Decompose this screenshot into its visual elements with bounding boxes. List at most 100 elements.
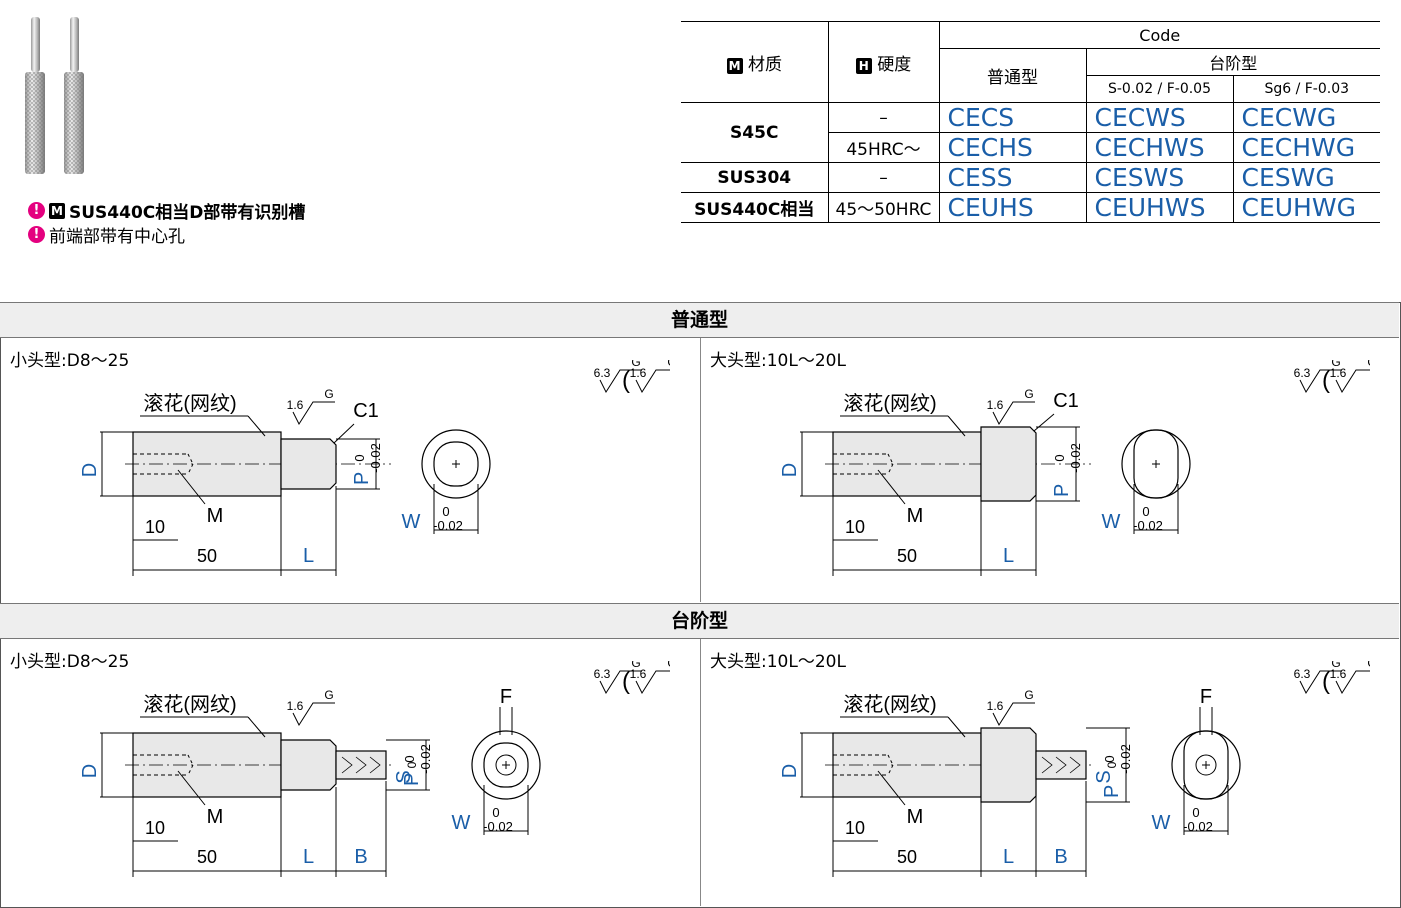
- leader-line: [247, 415, 266, 437]
- tol-lower: -0.02: [1068, 443, 1083, 473]
- hardness-cell: 45HRC～: [827, 132, 940, 163]
- note-center-hole: ! 前端部带有中心孔: [28, 222, 185, 247]
- paren-open: (: [622, 668, 630, 695]
- code-link[interactable]: CECWG: [1232, 102, 1380, 133]
- tol-lower: -0.02: [433, 518, 463, 533]
- material-icon: M: [49, 202, 65, 219]
- code-link[interactable]: CESS: [938, 162, 1087, 193]
- code-link[interactable]: CECHS: [938, 132, 1087, 163]
- code-link[interactable]: CEUHWG: [1232, 192, 1380, 223]
- knurl-label: 滚花(网纹): [143, 693, 236, 716]
- hardness-icon: H: [855, 57, 872, 74]
- chamfer-label: C1: [1053, 390, 1079, 412]
- head: [980, 426, 1037, 502]
- note-identification-groove: ! M SUS440C相当D部带有识别槽: [28, 198, 305, 223]
- hidden-line: [887, 764, 894, 776]
- roughness-symbol: [1299, 670, 1342, 695]
- roughness-grade: G: [1367, 360, 1370, 369]
- material-sus304: SUS304: [681, 162, 829, 193]
- roughness-symbol: [635, 369, 670, 394]
- paren-open: (: [1322, 668, 1330, 695]
- hidden-line: [187, 453, 194, 465]
- dim-D: D: [79, 463, 101, 477]
- end-view-flats: [1183, 730, 1229, 800]
- dim-10: 10: [845, 517, 865, 537]
- section-normal-title: 普通型: [0, 302, 1399, 338]
- code-link[interactable]: CECHWG: [1232, 132, 1380, 163]
- code-link[interactable]: CECWS: [1085, 102, 1234, 133]
- code-link[interactable]: CECHWS: [1085, 132, 1234, 163]
- code-link[interactable]: CEUHWS: [1085, 192, 1234, 223]
- dim-W: W: [1102, 511, 1121, 533]
- tol-lower: -0.02: [368, 443, 383, 473]
- roughness-symbol: [992, 401, 1035, 426]
- dim-W: W: [1152, 812, 1171, 834]
- leader-line: [877, 770, 906, 806]
- tol-lower: -0.02: [1133, 518, 1163, 533]
- hardness-cell: –: [827, 162, 940, 193]
- end-view-flats: [483, 742, 529, 788]
- roughness-symbol: [992, 702, 1035, 727]
- header-hardness-label: 硬度: [877, 54, 912, 75]
- roughness-value: 1.6: [1330, 366, 1347, 380]
- dim-W: W: [452, 812, 471, 834]
- leader-line: [1033, 413, 1055, 432]
- product-photo: [25, 17, 84, 174]
- end-view-flats: [1133, 429, 1179, 499]
- roughness-grade: G: [1024, 387, 1033, 401]
- dim-D: D: [79, 764, 101, 778]
- large-head-label: 大头型:10L～20L: [710, 652, 846, 672]
- section-step-title: 台阶型: [0, 603, 1399, 639]
- note2-text: 前端部带有中心孔: [49, 227, 185, 247]
- leader-line: [177, 770, 206, 806]
- code-link[interactable]: CESWS: [1085, 162, 1234, 193]
- large-head-label: 大头型:10L～20L: [710, 351, 846, 371]
- leader-line: [877, 469, 906, 505]
- tol-upper: 0: [1102, 755, 1117, 762]
- dim-B: B: [1054, 846, 1067, 868]
- roughness-value: 6.3: [594, 366, 611, 380]
- roughness-symbol: [599, 369, 642, 394]
- header-hardness: H 硬度: [827, 21, 940, 103]
- drawing-step-large: 6.3G(1.6G)D滚花(网纹)1.6GM1050LBP0-0.02S0FW0…: [779, 661, 1370, 877]
- header-step: 台阶型: [1085, 48, 1380, 76]
- roughness-grade: G: [1367, 661, 1370, 670]
- dim-50: 50: [897, 546, 917, 566]
- tol-lower: -0.02: [1118, 744, 1133, 774]
- roughness-grade: G: [1331, 661, 1340, 670]
- roughness-symbol: [1335, 670, 1370, 695]
- dim-L: L: [1003, 545, 1014, 567]
- roughness-value: 6.3: [1294, 667, 1311, 681]
- roughness-grade: G: [1331, 360, 1340, 369]
- head: [980, 727, 1037, 803]
- hardness-cell: –: [827, 102, 940, 133]
- tol-lower: -0.02: [1183, 819, 1213, 834]
- divider: [700, 338, 701, 602]
- code-link[interactable]: CEUHS: [938, 192, 1087, 223]
- roughness-grade: G: [667, 661, 670, 670]
- header-step-s: S-0.02 / F-0.05: [1085, 75, 1234, 103]
- roughness-symbol: [635, 670, 670, 695]
- end-view-pilot: [495, 754, 517, 776]
- roughness-value: 6.3: [594, 667, 611, 681]
- code-link[interactable]: CECS: [938, 102, 1087, 133]
- roughness-grade: G: [1024, 688, 1033, 702]
- header-material-label: 材质: [747, 54, 782, 75]
- roughness-value: 1.6: [630, 667, 647, 681]
- tol-upper: 0: [1142, 504, 1149, 519]
- dim-P: P: [401, 773, 423, 786]
- roughness-grade: G: [667, 360, 670, 369]
- tol-lower: -0.02: [418, 744, 433, 774]
- dim-B: B: [354, 846, 367, 868]
- drawing-normal-large: 6.3G(1.6G)D滚花(网纹)1.6GM1050LC1P0-0.02W0-0…: [779, 360, 1370, 576]
- dim-M: M: [207, 505, 224, 527]
- roughness-value: 1.6: [287, 398, 304, 412]
- code-link[interactable]: CESWG: [1232, 162, 1380, 193]
- roughness-value: 1.6: [1330, 667, 1347, 681]
- dim-P: P: [351, 472, 373, 485]
- roughness-value: 1.6: [287, 699, 304, 713]
- dim-M: M: [907, 806, 924, 828]
- roughness-value: 6.3: [1294, 366, 1311, 380]
- roughness-grade: G: [324, 387, 333, 401]
- code-table: M 材质 H 硬度 Code 普通型 台阶型 S-0.02 / F-0.05 S…: [681, 21, 1380, 223]
